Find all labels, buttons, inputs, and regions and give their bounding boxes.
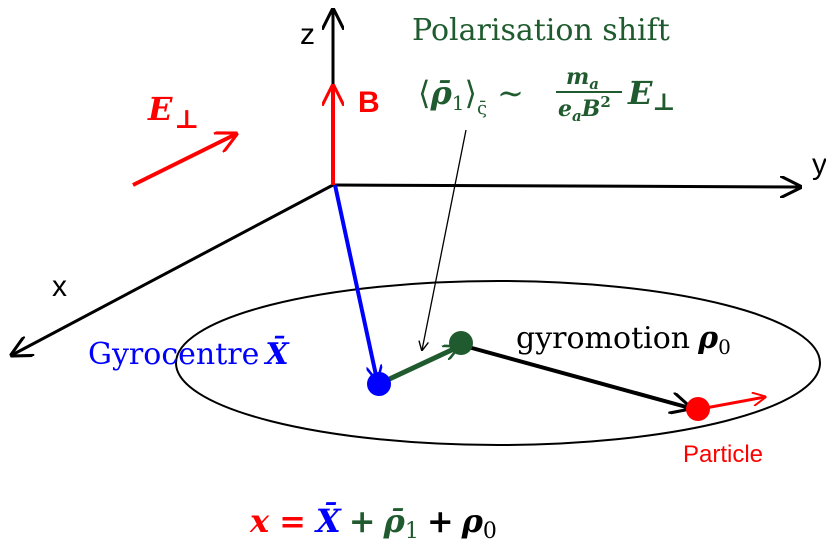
svg-text:E⊥: E⊥	[627, 74, 675, 116]
x-axis-line	[12, 183, 334, 355]
svg-text:eaB2: eaB2	[558, 93, 611, 125]
e-perp-arrow	[132, 134, 236, 187]
svg-text:⟨ρ̄1⟩ς̄∼: ⟨ρ̄1⟩ς̄∼	[418, 74, 524, 119]
polarisation-dot	[449, 331, 473, 355]
z-axis-label: z	[300, 18, 315, 51]
position-equation: x=X̄+ρ̄1+ρ0	[249, 502, 497, 544]
polarisation-shift-arrow	[381, 347, 458, 385]
particle-label: Particle	[683, 441, 763, 468]
gyro-orbit-ellipse	[175, 280, 821, 446]
gyrocentre-dot	[367, 372, 391, 396]
gyrocentre-position-arrow	[333, 184, 377, 380]
particle-dot	[686, 397, 710, 421]
svg-text:ma: ma	[566, 64, 599, 93]
y-axis-label: y	[812, 148, 826, 181]
polarisation-title: Polarisation shift	[412, 13, 670, 48]
e-perp-label: E⊥	[147, 90, 199, 135]
e-perp-subscript: ⊥	[174, 105, 199, 135]
b-field-label: B	[358, 86, 380, 119]
gyromotion-arrow	[460, 343, 690, 408]
polarisation-pointer-line	[422, 129, 467, 350]
particle-velocity-arrow	[699, 397, 765, 411]
y-axis-line	[332, 185, 800, 187]
polarisation-formula: ⟨ρ̄1⟩ς̄∼ ma eaB2 E⊥	[418, 64, 675, 125]
x-axis-label: x	[52, 270, 67, 303]
